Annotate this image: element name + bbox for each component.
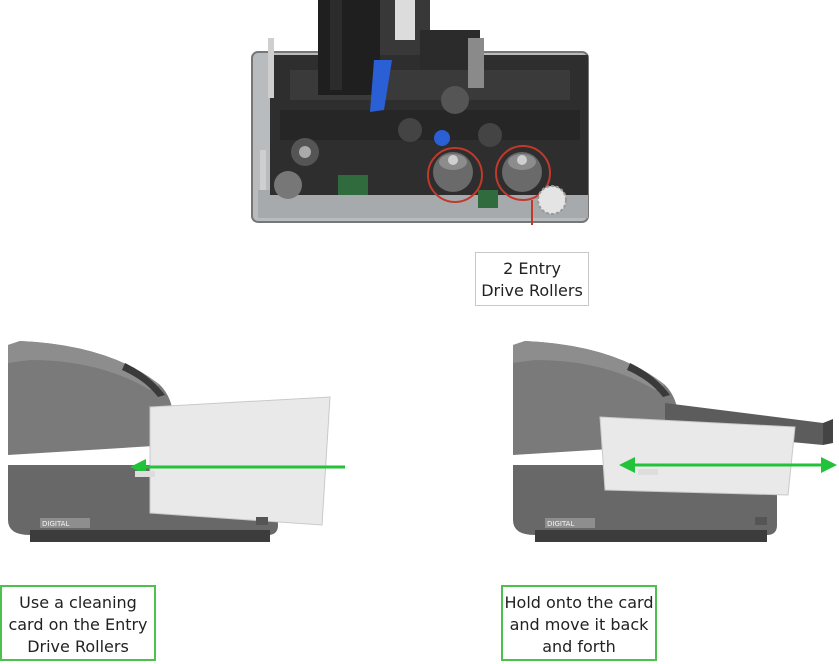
entry-drive-roller-left [427, 147, 483, 203]
rollers-callout: 2 Entry Drive Rollers [475, 252, 589, 306]
rollers-callout-line1: 2 Entry [503, 259, 561, 278]
entry-drive-roller-right [495, 145, 551, 201]
cleaning-instruction-line2: card on the Entry [8, 615, 148, 634]
scanner-internals-photo [250, 0, 590, 225]
back-and-forth-instruction-callout: Hold onto the card and move it back and … [501, 585, 657, 661]
device-brand-left: DIGITAL [42, 520, 69, 528]
hold-instruction-line2: and move it back [509, 615, 649, 634]
arrow-left-right-icon [619, 457, 837, 473]
cleaning-instruction-line1: Use a cleaning [19, 593, 137, 612]
hold-instruction-line1: Hold onto the card [504, 593, 654, 612]
device-brand-right: DIGITAL [547, 520, 574, 528]
cleaning-instruction-callout: Use a cleaning card on the Entry Drive R… [0, 585, 156, 661]
rollers-callout-line2: Drive Rollers [481, 281, 583, 300]
scanner-right-illustration: DIGITAL [505, 335, 839, 550]
cleaning-instruction-line3: Drive Rollers [27, 637, 129, 656]
scanner-left-illustration: DIGITAL [0, 335, 350, 550]
hold-instruction-line3: and forth [542, 637, 616, 656]
